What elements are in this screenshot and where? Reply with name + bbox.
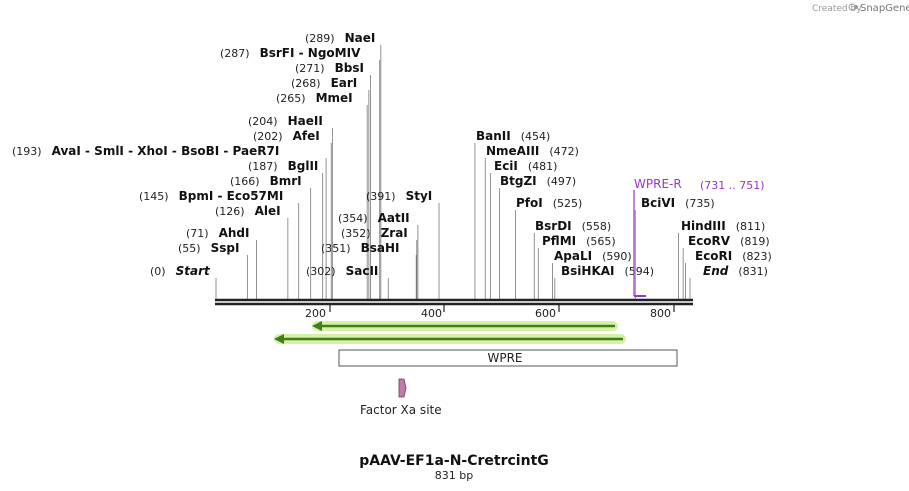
- site-bsahi[interactable]: (351)BsaHI: [321, 241, 400, 255]
- site-ahdi[interactable]: (71)AhdI: [186, 226, 249, 240]
- feature-wpre[interactable]: WPRE: [338, 349, 678, 367]
- orf-arrow-1[interactable]: [312, 321, 618, 331]
- site-styi[interactable]: (391)StyI: [366, 189, 432, 203]
- site-pflmi[interactable]: PflMI(565): [542, 234, 616, 248]
- primer-wpre-r[interactable]: WPRE-R (731 .. 751): [633, 177, 765, 297]
- tick-label-200: 200: [305, 307, 326, 320]
- feature-factor-xa-label: Factor Xa site: [360, 403, 442, 417]
- site-bpmi-eco57mi[interactable]: (145)BpmI - Eco57MI: [139, 189, 283, 203]
- site-ecii[interactable]: EciI(481): [494, 159, 557, 173]
- feature-factor-xa-site[interactable]: Factor Xa site: [360, 378, 442, 417]
- site-hindiii[interactable]: HindIII(811): [681, 219, 765, 233]
- site-haeii[interactable]: (204)HaeII: [248, 114, 323, 128]
- site-bcivi[interactable]: BciVI(735): [641, 196, 715, 210]
- site-aatii[interactable]: (354)AatII: [338, 211, 410, 225]
- site-bsrfi-ngomiv[interactable]: (287)BsrFI - NgoMIV: [220, 46, 361, 60]
- site-pfoi[interactable]: PfoI(525): [516, 196, 582, 210]
- site-avai-smli-xhoi-bsobi-paer7i[interactable]: (193)AvaI - SmlI - XhoI - BsoBI - PaeR7I: [12, 144, 279, 158]
- primer-range: (731 .. 751): [700, 179, 765, 192]
- watermark-brand: SnapGene: [860, 3, 909, 14]
- site-bsihkai[interactable]: BsiHKAI(594): [561, 264, 654, 278]
- primer-name: WPRE-R: [634, 177, 682, 191]
- site-eari[interactable]: (268)EarI: [291, 76, 357, 90]
- site-ecorv[interactable]: EcoRV(819): [688, 234, 770, 248]
- site-ecori[interactable]: EcoRI(823): [695, 249, 772, 263]
- site-btgzi[interactable]: BtgZI(497): [500, 174, 576, 188]
- sequence-backbone: [215, 298, 693, 306]
- orf-arrow-2[interactable]: [274, 334, 626, 344]
- site-start[interactable]: (0)Start: [150, 264, 211, 278]
- site-banii[interactable]: BanII(454): [476, 129, 550, 143]
- site-end[interactable]: End(831): [703, 264, 768, 278]
- site-sspi[interactable]: (55)SspI: [178, 241, 239, 255]
- site-leader-lines: [215, 45, 691, 299]
- snapgene-logo-icon: [848, 3, 858, 11]
- watermark-created-by: Created by: [812, 4, 862, 14]
- sequence-length: 831 bp: [435, 469, 473, 482]
- site-sacii[interactable]: (302)SacII: [306, 264, 378, 278]
- site-bbsi[interactable]: (271)BbsI: [295, 61, 364, 75]
- site-zrai[interactable]: (352)ZraI: [341, 226, 408, 240]
- site-apali[interactable]: ApaLI(590): [554, 249, 632, 263]
- feature-wpre-label: WPRE: [487, 351, 522, 365]
- site-nmeaiii[interactable]: NmeAIII(472): [486, 144, 579, 158]
- site-naei[interactable]: (289)NaeI: [305, 31, 375, 45]
- ruler-ticks: 200 400 600 800: [305, 305, 675, 320]
- site-bglii[interactable]: (187)BglII: [248, 159, 318, 173]
- restriction-site-labels: (0)Start (55)SspI(71)AhdI (126)AleI(145)Bp…: [12, 31, 772, 278]
- site-bmri[interactable]: (166)BmrI: [230, 174, 302, 188]
- tick-label-600: 600: [535, 307, 556, 320]
- sequence-name: pAAV-EF1a-N-CretrcintG: [359, 453, 549, 469]
- site-mmei[interactable]: (265)MmeI: [276, 91, 353, 105]
- site-alei[interactable]: (126)AleI: [215, 204, 281, 218]
- site-afei[interactable]: (202)AfeI: [253, 129, 320, 143]
- tick-label-400: 400: [421, 307, 442, 320]
- tick-label-800: 800: [650, 307, 671, 320]
- site-bsrdi[interactable]: BsrDI(558): [535, 219, 611, 233]
